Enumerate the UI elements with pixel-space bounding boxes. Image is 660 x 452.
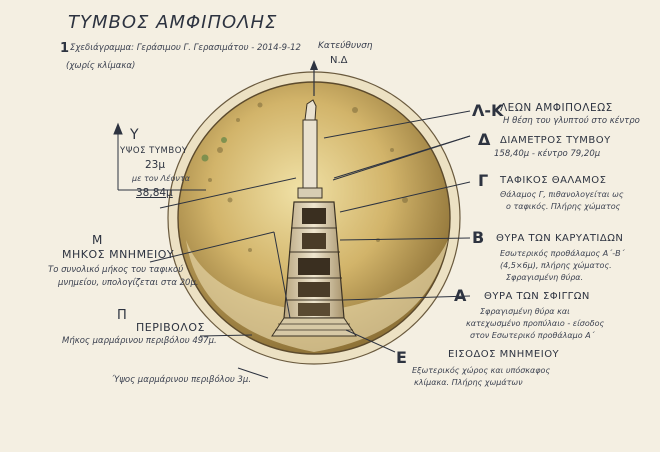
pointer-lines <box>323 110 471 353</box>
monument-tower <box>271 201 357 337</box>
height-with-lion-label: με τον Λέοντα <box>132 174 190 183</box>
perivolos-length: Μήκος μαρμάρινου περιβόλου 497μ. <box>62 336 217 346</box>
height-with-lion-value: 38,84μ <box>136 187 173 199</box>
lion-title: ΛΕΩΝ ΑΜΦΙΠΟΛΕΩΣ <box>500 102 613 114</box>
diameter-title: ΔΙΑΜΕΤΡΟΣ ΤΥΜΒΟΥ <box>500 135 611 146</box>
perivolos-height: Ύψος μαρμάρινου περιβόλου 3μ. <box>112 375 252 385</box>
direction-value: Ν.Δ <box>330 55 348 66</box>
height-title: ΥΨΟΣ ΤΥΜΒΟΥ <box>120 146 188 156</box>
diameter-letter: Δ <box>478 130 491 149</box>
length-letter: Μ <box>92 233 103 247</box>
chamber-letter: Γ <box>478 171 489 190</box>
sketch-number: 1 <box>60 41 70 56</box>
sphinxes-desc-3: στον Εσωτερικό προθάλαμο Α΄ <box>470 331 595 340</box>
entrance-title: ΕΙΣΟΔΟΣ ΜΝΗΜΕΙΟΥ <box>448 349 560 360</box>
sphinxes-letter: Α <box>454 286 467 305</box>
lion-desc: Η θέση του γλυπτού στο κέντρο <box>503 116 640 126</box>
enclosure-lines <box>199 334 269 379</box>
page-title: ΤΥΜΒΟΣ ΑΜΦΙΠΟΛΗΣ <box>68 12 278 33</box>
sphinxes-title: ΘΥΡΑ ΤΩΝ ΣΦΙΓΓΩΝ <box>484 291 590 302</box>
sphinxes-desc-2: κατεχωσμένο προπύλαιο - είσοδος <box>466 319 605 328</box>
lion-column <box>297 99 323 199</box>
mound-green-spots <box>201 137 227 162</box>
height-value: 23μ <box>145 159 166 171</box>
entrance-desc-2: κλίμακα. Πλήρης χωμάτων <box>414 378 523 387</box>
chamber-desc-1: Θάλαμος Γ, πιθανολογείται ως <box>500 190 624 199</box>
sphinxes-desc-1: Σφραγισμένη θύρα και <box>480 307 570 316</box>
direction-label: Κατεύθυνση <box>318 41 373 51</box>
mound-lower-face <box>186 240 448 352</box>
mound-texture <box>208 102 408 252</box>
perivolos-title: ΠΕΡΙΒΟΛΟΣ <box>136 321 205 334</box>
chamber-desc-2: ο ταφικός. Πλήρης χώματος <box>506 202 621 211</box>
caryatids-letter: Β <box>472 228 485 247</box>
caryatids-desc-1: Εσωτερικός προθάλαμος Α΄-Β΄ <box>500 249 625 258</box>
length-desc-2: μνημείου, υπολογίζεται στα 20μ. <box>58 278 199 288</box>
entrance-letter: Ε <box>396 348 407 367</box>
length-line <box>149 231 291 319</box>
length-title: ΜΗΚΟΣ ΜΝΗΜΕΙΟΥ <box>62 248 175 261</box>
sketch-credit: Σχεδιάγραμμα: Γεράσιμου Γ. Γερασιμάτου -… <box>70 43 301 53</box>
length-desc-1: Το συνολικό μήκος του ταφικού <box>48 265 184 275</box>
height-letter: Υ <box>130 127 139 143</box>
chamber-title: ΤΑΦΙΚΟΣ ΘΑΛΑΜΟΣ <box>500 175 607 186</box>
entrance-desc-1: Εξωτερικός χώρος και υπόσκαφος <box>412 366 551 375</box>
height-bracket <box>113 122 297 209</box>
caryatids-title: ΘΥΡΑ ΤΩΝ ΚΑΡΥΑΤΙΔΩΝ <box>496 233 624 244</box>
diameter-desc: 158,40μ - κέντρο 79,20μ <box>494 149 601 159</box>
caryatids-desc-2: (4,5×6μ), πλήρης χώματος. <box>500 261 612 270</box>
lion-letter: Λ-Κ <box>472 101 504 120</box>
scale-note: (χωρίς κλίμακα) <box>66 61 136 71</box>
perivolos-letter: Π <box>117 308 127 323</box>
caryatids-desc-3: Σφραγισμένη θύρα. <box>506 273 584 282</box>
